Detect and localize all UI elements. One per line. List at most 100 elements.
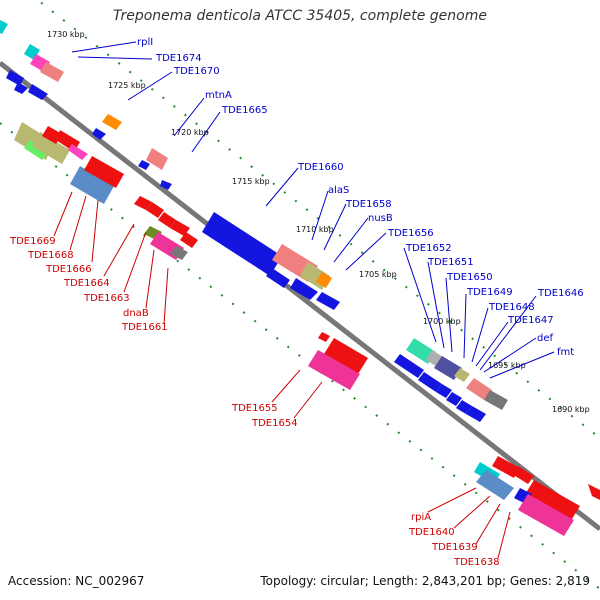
- kbp-tick-1730: 1730 kbp: [47, 30, 85, 39]
- label-nusb: nusB: [368, 213, 393, 224]
- gene-arrow: [266, 268, 290, 288]
- label-tde1656: TDE1656: [387, 228, 434, 239]
- gene-arrow: [158, 212, 176, 228]
- upper-label-leaders: [71, 41, 555, 379]
- gene-arrow: [466, 406, 486, 422]
- gene-block: [316, 272, 332, 288]
- label-tde1649: TDE1649: [466, 287, 513, 298]
- label-tde1640: TDE1640: [408, 527, 455, 538]
- label-tde1650: TDE1650: [446, 272, 493, 283]
- label-tde1647: TDE1647: [507, 315, 554, 326]
- gene-group-1700: [394, 338, 508, 422]
- label-tde1639: TDE1639: [431, 542, 478, 553]
- gene-block: [308, 350, 360, 390]
- label-tde1638: TDE1638: [453, 557, 500, 568]
- gene-group-center: [202, 212, 340, 310]
- gene-group-1655: [308, 332, 368, 390]
- gene-arrow: [436, 384, 452, 398]
- lower-labels: TDE1669 TDE1668 TDE1666 TDE1664 TDE1663 …: [9, 236, 500, 568]
- genome-backbone: [0, 61, 600, 531]
- label-tde1652: TDE1652: [405, 243, 452, 254]
- gene-block: [518, 494, 574, 536]
- gene-arrow: [28, 84, 48, 100]
- gene-arrow: [290, 278, 318, 300]
- label-rpia: rpiA: [411, 512, 431, 523]
- gene-arrow: [492, 456, 520, 478]
- gene-arrow: [160, 180, 172, 190]
- label-tde1655: TDE1655: [231, 403, 278, 414]
- label-tde1664: TDE1664: [63, 278, 110, 289]
- label-tde1646: TDE1646: [537, 288, 584, 299]
- gene-arrow: [180, 232, 198, 248]
- label-tde1666: TDE1666: [45, 264, 92, 275]
- gene-block: [102, 114, 122, 130]
- upper-labels: rplI TDE1674 TDE1670 mtnA TDE1665 TDE166…: [137, 37, 584, 358]
- gene-arrow: [84, 156, 124, 188]
- kbp-tick-1715: 1715 kbp: [232, 177, 270, 186]
- gene-arrow-long: [524, 480, 580, 522]
- accession-text: Accession: NC_002967: [8, 574, 145, 588]
- label-fmt: fmt: [557, 347, 574, 358]
- kbp-tick-1690: 1690 kbp: [552, 405, 590, 414]
- tick-track-inner: [36, 0, 600, 439]
- label-mtna: mtnA: [205, 90, 232, 101]
- gene-arrow: [146, 202, 164, 218]
- label-tde1670: TDE1670: [173, 66, 220, 77]
- lower-label-leaders: [53, 191, 511, 559]
- label-def: def: [537, 333, 554, 344]
- gene-arrow: [394, 354, 424, 378]
- gene-arrow: [14, 82, 28, 94]
- label-tde1658: TDE1658: [345, 199, 392, 210]
- gene-arrow: [512, 466, 534, 484]
- label-alas: alaS: [328, 185, 349, 196]
- gene-arrow: [6, 70, 24, 86]
- label-tde1669: TDE1669: [9, 236, 56, 247]
- gene-arrow: [324, 338, 368, 374]
- kbp-tick-1705: 1705 kbp: [359, 270, 397, 279]
- gene-group-1720: [138, 148, 172, 190]
- label-dnab: dnaB: [123, 308, 149, 319]
- gene-block: [0, 20, 8, 34]
- gene-group-top-left: [0, 20, 64, 100]
- gene-block: [70, 166, 114, 204]
- label-tde1674: TDE1674: [155, 53, 202, 64]
- kbp-tick-1710: 1710 kbp: [296, 225, 334, 234]
- label-tde1665: TDE1665: [221, 105, 268, 116]
- gene-block: [32, 132, 70, 164]
- kbp-tick-1720: 1720 kbp: [171, 128, 209, 137]
- label-tde1668: TDE1668: [27, 250, 74, 261]
- kbp-tick-1700: 1700 kbp: [423, 317, 461, 326]
- gene-block: [170, 246, 188, 260]
- gene-arrow: [92, 128, 106, 140]
- label-tde1661: TDE1661: [121, 322, 168, 333]
- kbp-tick-1725: 1725 kbp: [108, 81, 146, 90]
- gene-block: [434, 356, 462, 380]
- gene-block: [476, 470, 514, 500]
- label-tde1663: TDE1663: [83, 293, 130, 304]
- gene-arrow: [418, 372, 442, 392]
- label-tde1651: TDE1651: [427, 257, 474, 268]
- genome-title: Treponema denticola ATCC 35405, complete…: [113, 8, 487, 24]
- gene-arrow: [134, 196, 152, 210]
- gene-arrow: [446, 392, 462, 406]
- gene-group-bottom-right: [474, 456, 600, 536]
- gene-arrow: [316, 292, 340, 310]
- gene-block: [68, 144, 88, 160]
- gene-block: [484, 390, 508, 410]
- gene-block: [454, 368, 470, 382]
- label-tde1660: TDE1660: [297, 162, 344, 173]
- gene-arrow: [170, 220, 190, 236]
- gene-group-left-lower: [14, 122, 198, 260]
- label-rpll: rplI: [137, 37, 153, 48]
- gene-block: [146, 148, 168, 170]
- gene-arrow-long: [202, 212, 282, 276]
- gene-arrow: [318, 332, 330, 342]
- gene-arrow: [138, 160, 150, 170]
- gene-arrow: [588, 484, 600, 500]
- gene-group-1725: [92, 114, 122, 140]
- gene-block: [24, 140, 48, 160]
- gene-arrow: [456, 400, 472, 414]
- gene-block: [466, 378, 492, 400]
